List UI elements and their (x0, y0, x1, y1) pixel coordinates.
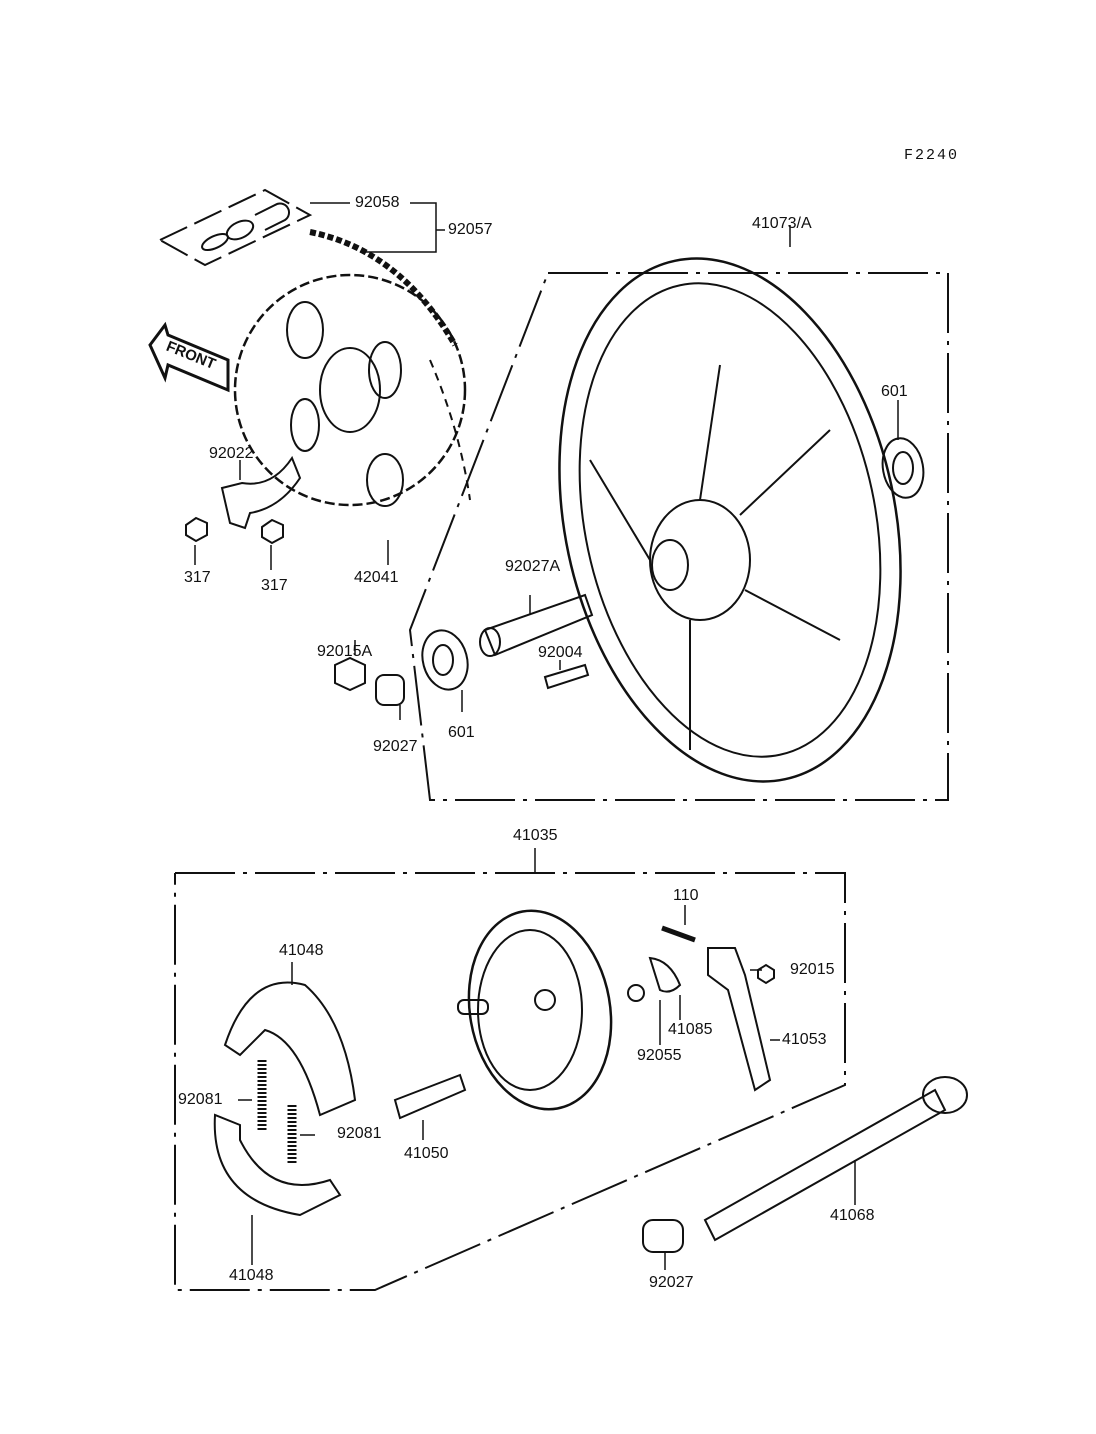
brake-panel-box (174, 872, 846, 1291)
stud-92004 (543, 663, 590, 690)
nut-317-left (185, 516, 208, 543)
chain-joint-box (157, 188, 313, 267)
bearing-601-left (421, 629, 469, 691)
indicator-41085 (648, 956, 682, 993)
label-92081-right: 92081 (337, 1125, 382, 1142)
label-42041: 42041 (354, 569, 399, 586)
label-92004: 92004 (538, 644, 583, 661)
collar-92027 (375, 674, 405, 706)
sprocket-hub (319, 347, 381, 433)
axle-41068 (703, 1088, 947, 1242)
collar-92027A (483, 593, 594, 657)
seal-92055 (627, 984, 645, 1002)
axle-head (922, 1076, 968, 1114)
nut-92015 (757, 963, 775, 985)
label-41035: 41035 (513, 827, 558, 844)
collar-flange (479, 627, 501, 657)
cam-41050 (393, 1073, 467, 1120)
label-41048-top: 41048 (279, 942, 324, 959)
label-601-left: 601 (448, 724, 475, 741)
chain-link (254, 202, 290, 231)
front-arrow (148, 321, 230, 393)
label-92022: 92022 (209, 445, 254, 462)
collar-92027-axle (642, 1219, 684, 1253)
label-92027A: 92027A (505, 558, 561, 575)
chain-plate (225, 219, 255, 241)
sprocket-hole (290, 398, 320, 452)
lever-41053 (707, 947, 772, 1092)
label-92058: 92058 (355, 194, 400, 211)
label-41053: 41053 (782, 1031, 827, 1048)
bearing-601-right (881, 437, 925, 499)
rim-outer (558, 257, 902, 783)
label-92015A: 92015A (317, 643, 373, 660)
figure-id: F2240 (904, 147, 960, 164)
chain-outline (429, 359, 471, 501)
label-92055: 92055 (637, 1047, 682, 1064)
sprocket-hole (286, 301, 324, 359)
sprocket (233, 273, 467, 507)
bearing-race (892, 451, 914, 485)
brake-shoe-top (223, 981, 357, 1117)
hub-bore (651, 539, 689, 591)
wheel-hub (649, 499, 751, 621)
chain-clip (201, 232, 229, 252)
brake-panel-inner (477, 929, 583, 1091)
sprocket-hole (366, 453, 404, 507)
leader-lines (194, 202, 899, 1270)
label-41048-bottom: 41048 (229, 1267, 274, 1284)
label-92057: 92057 (448, 221, 493, 238)
label-110: 110 (673, 887, 699, 904)
brake-panel (467, 909, 613, 1111)
label-41050: 41050 (404, 1145, 449, 1162)
label-92015: 92015 (790, 961, 835, 978)
panel-boss (534, 989, 556, 1011)
label-601-right: 601 (881, 383, 908, 400)
label-317-right: 317 (261, 577, 288, 594)
label-92027-axle: 92027 (649, 1274, 694, 1291)
label-92081-left: 92081 (178, 1091, 223, 1108)
label-41085: 41085 (668, 1021, 713, 1038)
brake-shoe-bottom (213, 1113, 342, 1217)
bolt-110 (661, 925, 696, 943)
label-317-left: 317 (184, 569, 211, 586)
label-41068: 41068 (830, 1207, 875, 1224)
axle-nut-92015A (334, 656, 366, 692)
anchor-pin (457, 999, 489, 1015)
wheel-spoke (589, 364, 841, 750)
sprocket-hole (368, 341, 402, 399)
rim-inner (578, 282, 882, 758)
nut-317-right (261, 518, 284, 545)
label-92027: 92027 (373, 738, 418, 755)
wheel-assembly-box (408, 272, 949, 801)
bearing-race (432, 644, 454, 676)
chain (309, 229, 458, 347)
sprocket-plate (220, 455, 302, 530)
label-41073-A: 41073/A (752, 215, 812, 232)
